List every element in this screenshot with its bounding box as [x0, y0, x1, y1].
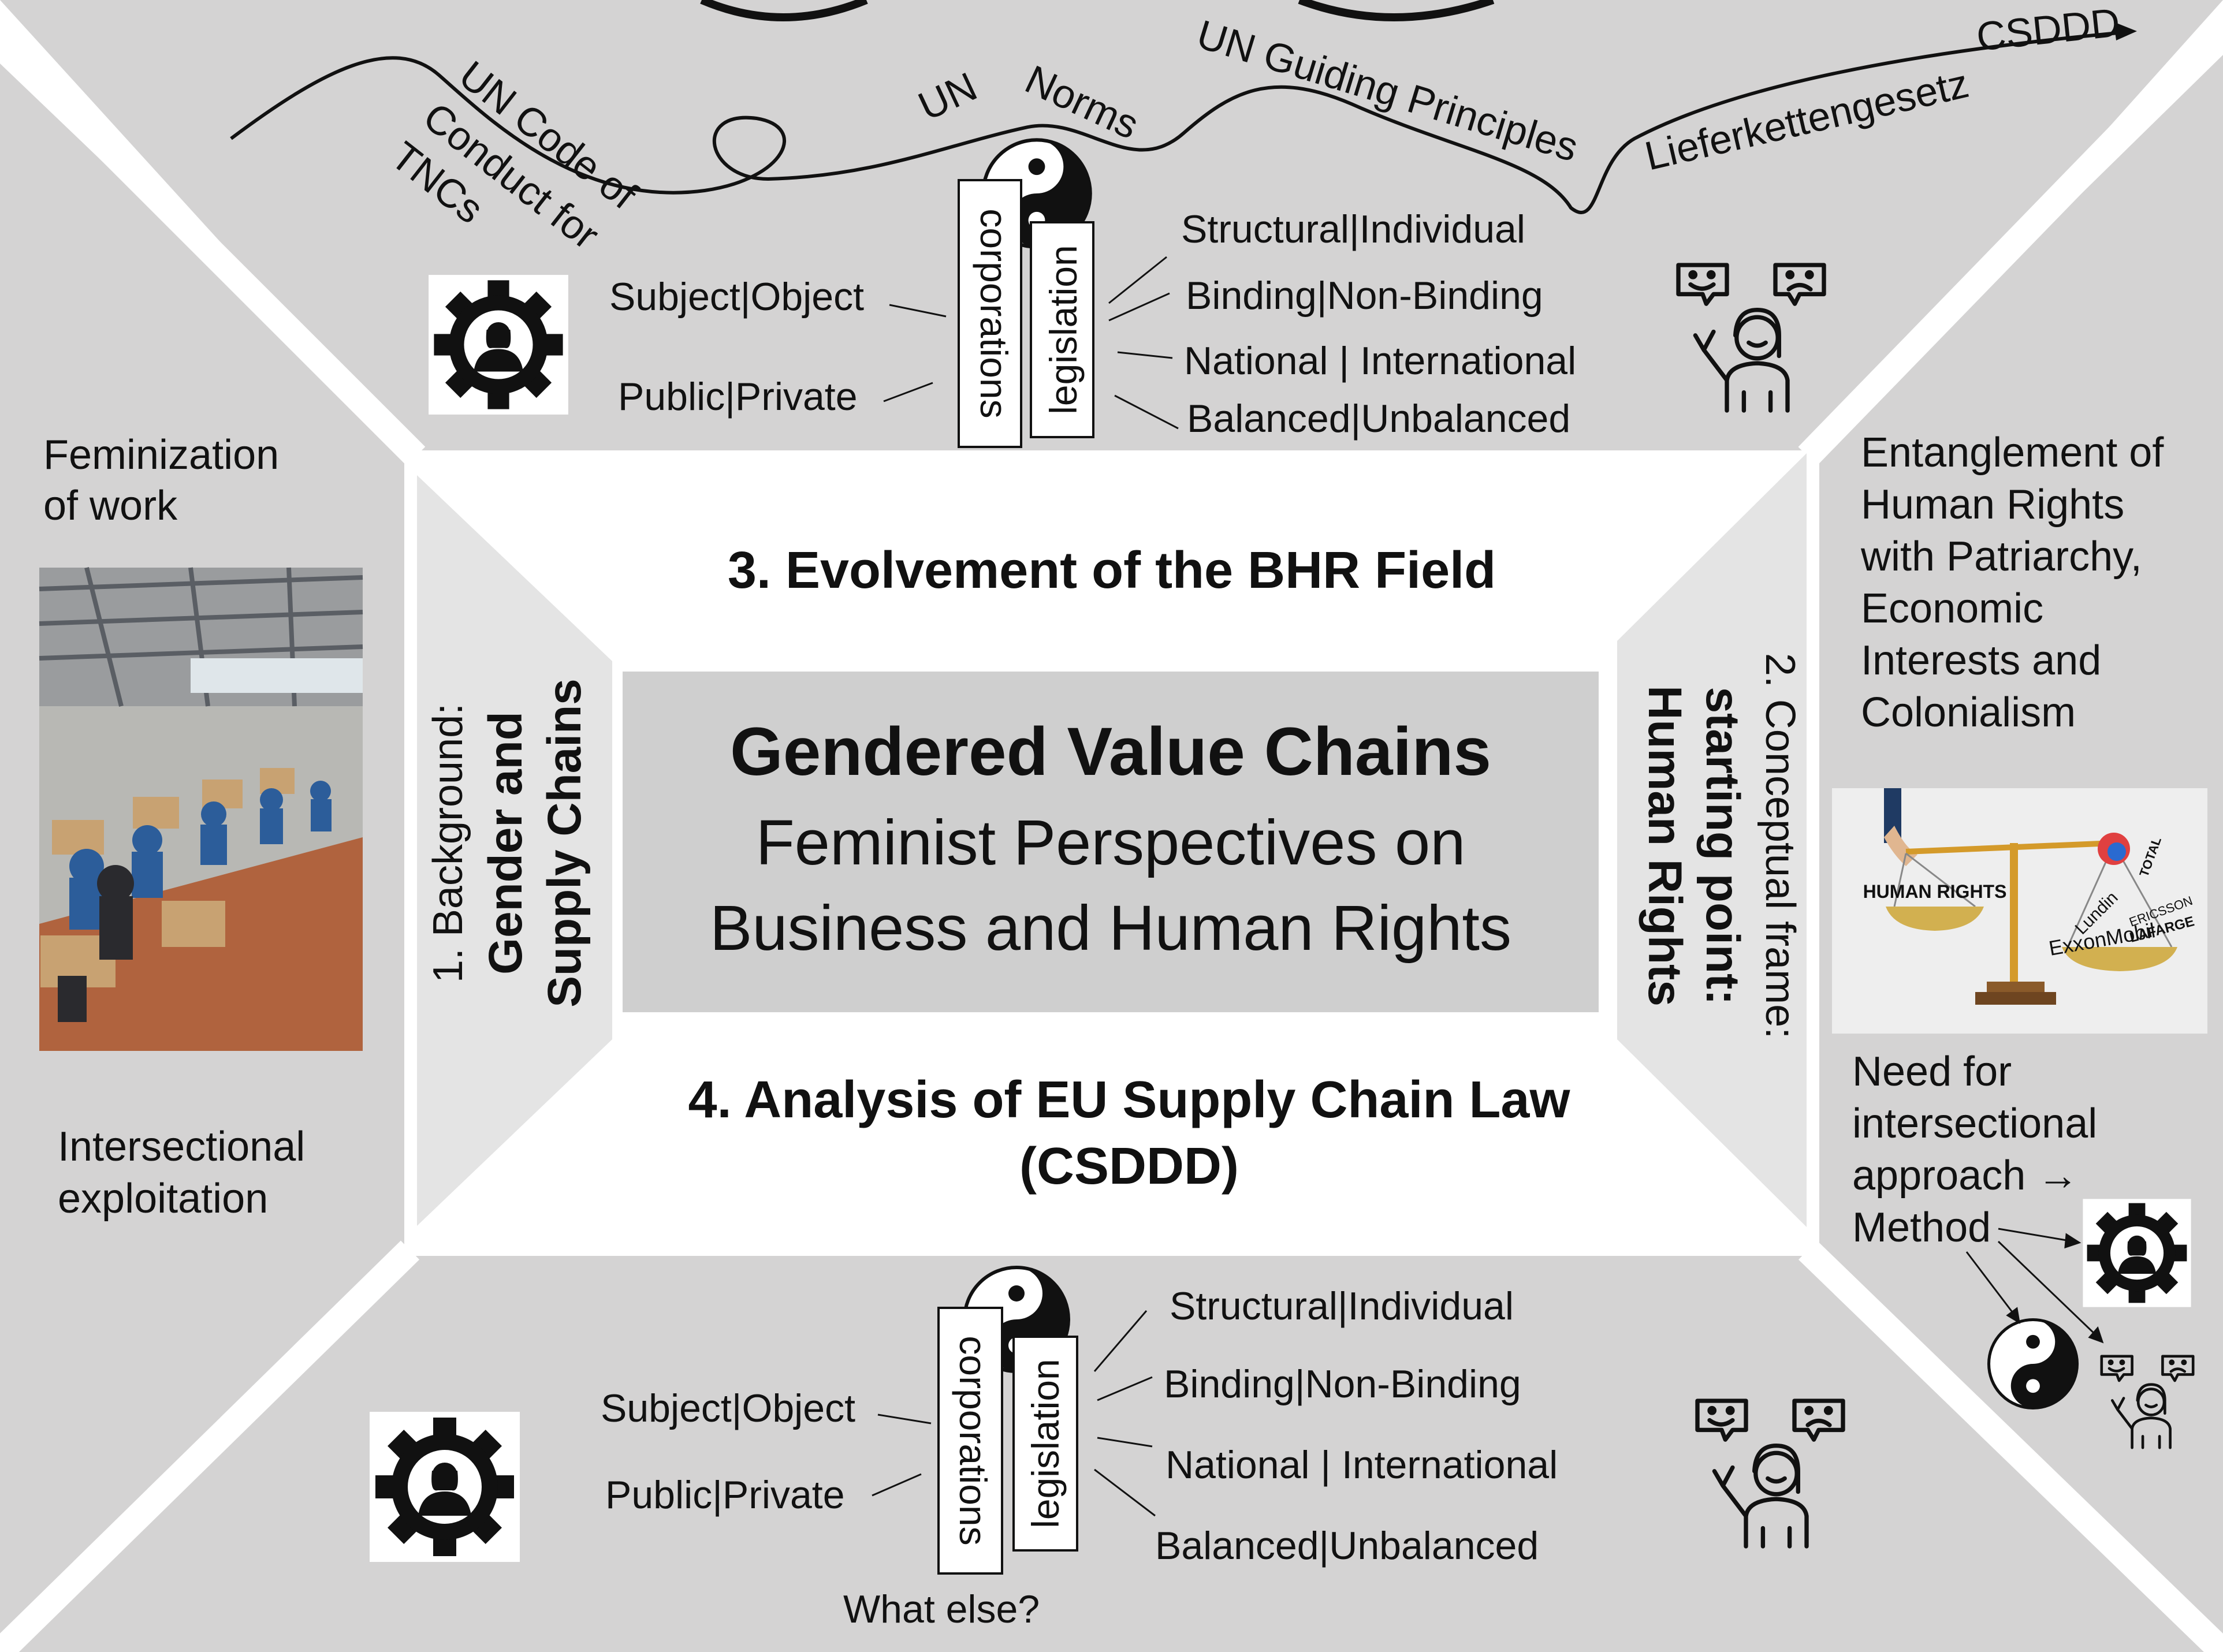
section-2-title-2: Human Rights — [1639, 685, 1691, 1006]
inner-right-panel — [1617, 453, 1807, 1227]
right-entanglement-4: Economic — [1861, 586, 2043, 632]
timeline-arrowhead — [2114, 22, 2137, 40]
right-need-2: intersectional — [1852, 1101, 2097, 1147]
section-1-label: 1. Background: — [425, 703, 471, 983]
top-connectors — [883, 256, 1179, 430]
bottom-connectors — [872, 1310, 1156, 1517]
factory-photo — [39, 567, 363, 1051]
scales-image: HUMAN RIGHTS TOTAL Lundin ERICSSON LAFAR… — [1832, 788, 2207, 1034]
gear-woman-icon-small — [2083, 1199, 2191, 1307]
bottom-panel — [0, 1256, 2223, 1652]
right-entanglement-5: Interests and — [1861, 637, 2101, 684]
section-1-title-1: Gender and — [479, 711, 532, 975]
tag-legislation-bottom — [1012, 1336, 1078, 1552]
method-arrows — [1965, 1228, 2104, 1344]
top-label-public-private: Public|Private — [618, 375, 858, 419]
center-subtitle-1: Feminist Perspectives on — [756, 807, 1466, 878]
top-circle-arc-left — [700, 0, 868, 21]
tag-legislation-top-label: legislation — [1042, 245, 1085, 415]
section-2-title-1: starting point: — [1696, 687, 1749, 1005]
right-entanglement-1: Entanglement of — [1861, 430, 2164, 476]
top-label-structural: Structural|Individual — [1181, 207, 1525, 251]
yin-yang-icon-small — [1989, 1320, 2077, 1408]
bottom-label-binding: Binding|Non-Binding — [1164, 1362, 1521, 1406]
center-subtitle-2: Business and Human Rights — [710, 893, 1511, 964]
section-3-heading: 3. Evolvement of the BHR Field — [728, 542, 1496, 599]
right-need-1: Need for — [1852, 1049, 2012, 1095]
gear-woman-icon — [429, 275, 568, 415]
center-title: Gendered Value Chains — [730, 714, 1491, 790]
timeline-curve — [230, 30, 2132, 214]
right-need-3: approach → — [1852, 1153, 2079, 1199]
right-need-4: Method — [1852, 1204, 1991, 1251]
right-entanglement-6: Colonialism — [1861, 689, 2076, 736]
right-entanglement-2: Human Rights — [1861, 482, 2124, 528]
scale-human-rights-logo: HUMAN RIGHTS — [1863, 881, 2007, 902]
section-2-label: 2. Conceptual frame: — [1757, 653, 1803, 1039]
section-4-heading-2: (CSDDD) — [1019, 1138, 1239, 1195]
tag-legislation-top — [1030, 221, 1094, 438]
bottom-what-else: What else? — [843, 1587, 1040, 1631]
section-4-heading-1: 4. Analysis of EU Supply Chain Law — [688, 1071, 1571, 1129]
right-entanglement-3: with Patriarchy, — [1860, 534, 2142, 580]
tag-corporations-bottom-label: corporations — [952, 1336, 995, 1545]
bottom-label-public-private: Public|Private — [605, 1473, 845, 1517]
bottom-label-balanced: Balanced|Unbalanced — [1155, 1524, 1539, 1568]
left-intersectional-1: Intersectional — [58, 1124, 305, 1170]
tag-legislation-bottom-label: legislation — [1024, 1359, 1067, 1528]
left-feminization-2: of work — [43, 483, 178, 529]
top-label-subject-object: Subject|Object — [609, 275, 864, 319]
center-box — [623, 672, 1599, 1012]
left-feminization-1: Feminization — [43, 432, 279, 478]
inner-left-panel — [417, 475, 612, 1226]
gear-woman-icon-bottom — [370, 1412, 520, 1562]
bottom-label-subject-object: Subject|Object — [601, 1386, 855, 1430]
top-label-binding: Binding|Non-Binding — [1186, 274, 1543, 318]
top-label-national: National | International — [1184, 339, 1576, 383]
tag-corporations-top — [958, 179, 1022, 448]
tag-corporations-top-label: corporations — [973, 208, 1015, 418]
bottom-label-national: National | International — [1166, 1443, 1558, 1487]
section-1-title-2: Supply Chains — [538, 678, 591, 1008]
top-circle-arc-right — [1298, 0, 1495, 21]
top-label-balanced: Balanced|Unbalanced — [1187, 397, 1570, 441]
bottom-label-structural: Structural|Individual — [1170, 1284, 1514, 1328]
panel-separators — [0, 19, 2223, 1652]
tag-corporations-bottom — [937, 1307, 1003, 1575]
left-intersectional-2: exploitation — [58, 1176, 268, 1222]
